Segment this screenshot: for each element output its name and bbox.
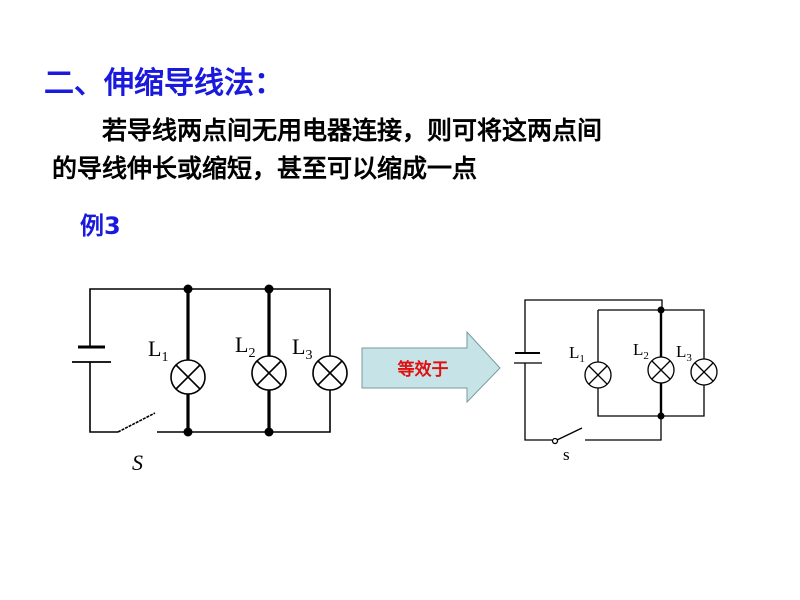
label-l3: L3 [292,334,312,363]
label-switch: S [132,450,143,475]
label-r-l1: L1 [569,343,585,365]
example-label: 例3 [80,212,121,240]
left-wires [89,288,331,433]
junction-dots [657,306,665,420]
right-outer-wires [524,299,663,441]
lamp-l2-icon [251,355,287,391]
lamp-l3-icon [312,355,348,391]
switch-blade [117,412,156,433]
switch-pivot [551,437,559,445]
body-line-2: 的导线伸长或缩短，甚至可以缩成一点 [52,154,478,183]
label-r-l3: L3 [676,342,692,364]
body-line-1: 若导线两点间无用电器连接，则可将这两点间 [102,116,603,145]
junction-dots [183,284,274,437]
switch-blade [556,427,583,441]
body-text: 若导线两点间无用电器连接，则可将这两点间 的导线伸长或缩短，甚至可以缩成一点 [52,112,752,188]
label-r-switch: s [563,445,570,464]
lamp-r1-icon [584,361,612,389]
lamp-r2-icon [647,356,675,384]
lamp-l1-icon [170,359,206,395]
label-r-l2: L2 [633,340,649,362]
right-circuit [514,299,718,445]
branch-wires [186,289,271,432]
slide-title: 二、伸缩导线法： [44,66,284,101]
left-circuit [72,284,348,437]
label-l1: L1 [148,336,168,365]
equivalent-arrow: 等效于 [361,330,501,404]
label-l2: L2 [235,332,255,361]
lamp-r3-icon [690,358,718,386]
right-inner-wires [597,309,705,417]
arrow-label: 等效于 [398,359,449,380]
